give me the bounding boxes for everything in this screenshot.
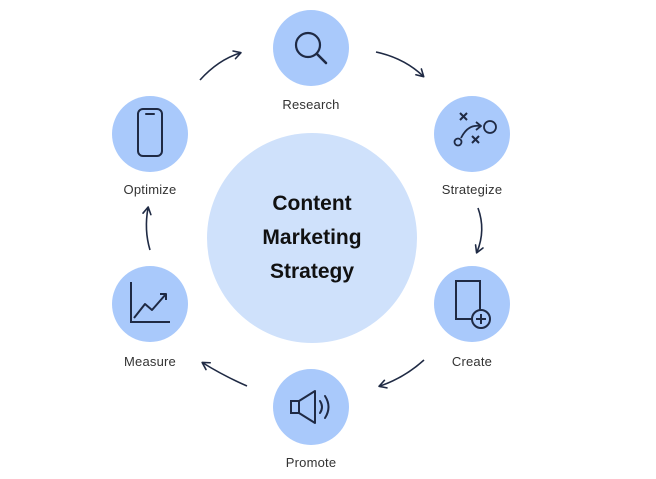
step-create <box>434 266 510 342</box>
step-promote <box>273 369 349 445</box>
arrow-optimize-to-research <box>199 50 242 81</box>
arrow-promote-to-measure <box>201 361 248 387</box>
step-label-promote: Promote <box>285 455 337 470</box>
arrow-measure-to-optimize <box>142 206 152 251</box>
step-measure <box>112 266 188 342</box>
magnifier-icon <box>294 31 328 65</box>
step-label-create: Create <box>451 354 493 369</box>
step-optimize <box>112 96 188 172</box>
step-label-optimize: Optimize <box>123 182 177 197</box>
megaphone-icon <box>290 390 330 424</box>
strategy-plan-icon <box>453 112 497 147</box>
arrow-research-to-strategize <box>375 51 425 78</box>
line-chart-icon <box>130 282 170 323</box>
arrow-create-to-promote <box>378 359 425 389</box>
step-label-measure: Measure <box>124 354 176 369</box>
center-circle: Content Marketing Strategy <box>207 133 417 343</box>
step-label-strategize: Strategize <box>441 182 503 197</box>
step-research <box>273 10 349 86</box>
step-strategize <box>434 96 510 172</box>
center-title: Content Marketing Strategy <box>262 192 362 283</box>
mobile-phone-icon <box>137 108 163 157</box>
arrow-strategize-to-create <box>474 207 484 254</box>
step-label-research: Research <box>282 97 340 112</box>
document-add-icon <box>455 280 491 329</box>
